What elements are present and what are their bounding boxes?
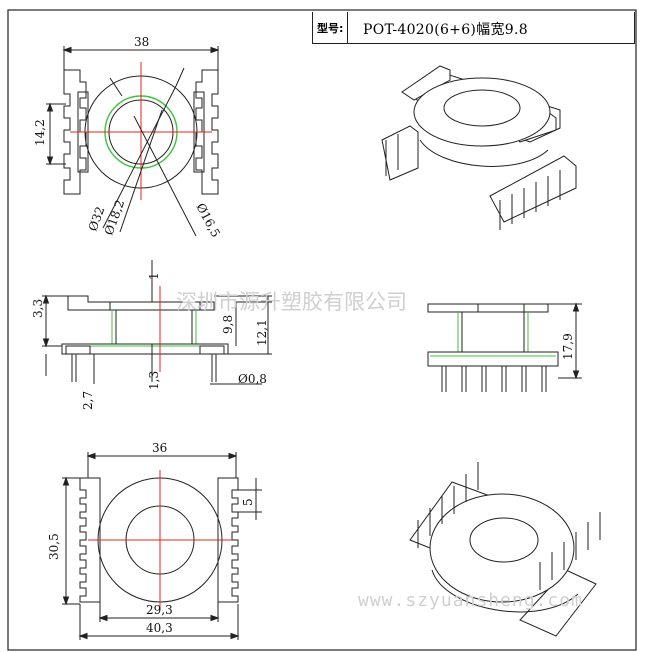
dim-flange-height: 3,3	[31, 299, 45, 318]
bottom-view	[62, 452, 262, 640]
title-divider	[347, 12, 348, 43]
dim-pin-diameter: Ø0,8	[238, 372, 267, 386]
watermark-url: www.szyuansheng.com	[358, 590, 583, 611]
dim-bottom-thickness: 1,3	[147, 371, 161, 390]
side-view	[42, 260, 272, 385]
dim-pin-pitch: 5	[241, 498, 255, 506]
dim-top-height: 14,2	[33, 119, 47, 146]
title-block: 型号: POT-4020(6+6)幅宽9.8	[312, 12, 635, 44]
dim-core-diameter: Ø16,5	[193, 201, 223, 240]
dim-bottom-height: 30,5	[47, 533, 61, 560]
dim-overall-width: 40,3	[146, 621, 173, 635]
model-title: POT-4020(6+6)幅宽9.8	[363, 22, 528, 38]
isometric-view-top	[381, 65, 577, 230]
isometric-view-bottom	[409, 462, 601, 637]
dim-bottom-width: 36	[152, 441, 167, 455]
front-view	[427, 302, 582, 392]
dim-top-width: 38	[134, 35, 149, 49]
dim-inner-diameter: Ø18,2	[102, 198, 128, 237]
watermark-company: 深圳市源升塑胶有限公司	[176, 290, 407, 314]
dim-pin-length: 2,7	[81, 391, 95, 410]
dim-winding-height: 9,8	[221, 315, 235, 334]
drawing-frame	[7, 9, 637, 651]
dim-total-height: 12,1	[255, 319, 269, 346]
dim-row-spacing: 29,3	[146, 603, 173, 617]
dim-top-thickness: 1	[147, 272, 161, 280]
top-view	[46, 46, 220, 237]
model-label: 型号:	[317, 22, 344, 35]
dim-overall-height: 17,9	[561, 333, 575, 360]
